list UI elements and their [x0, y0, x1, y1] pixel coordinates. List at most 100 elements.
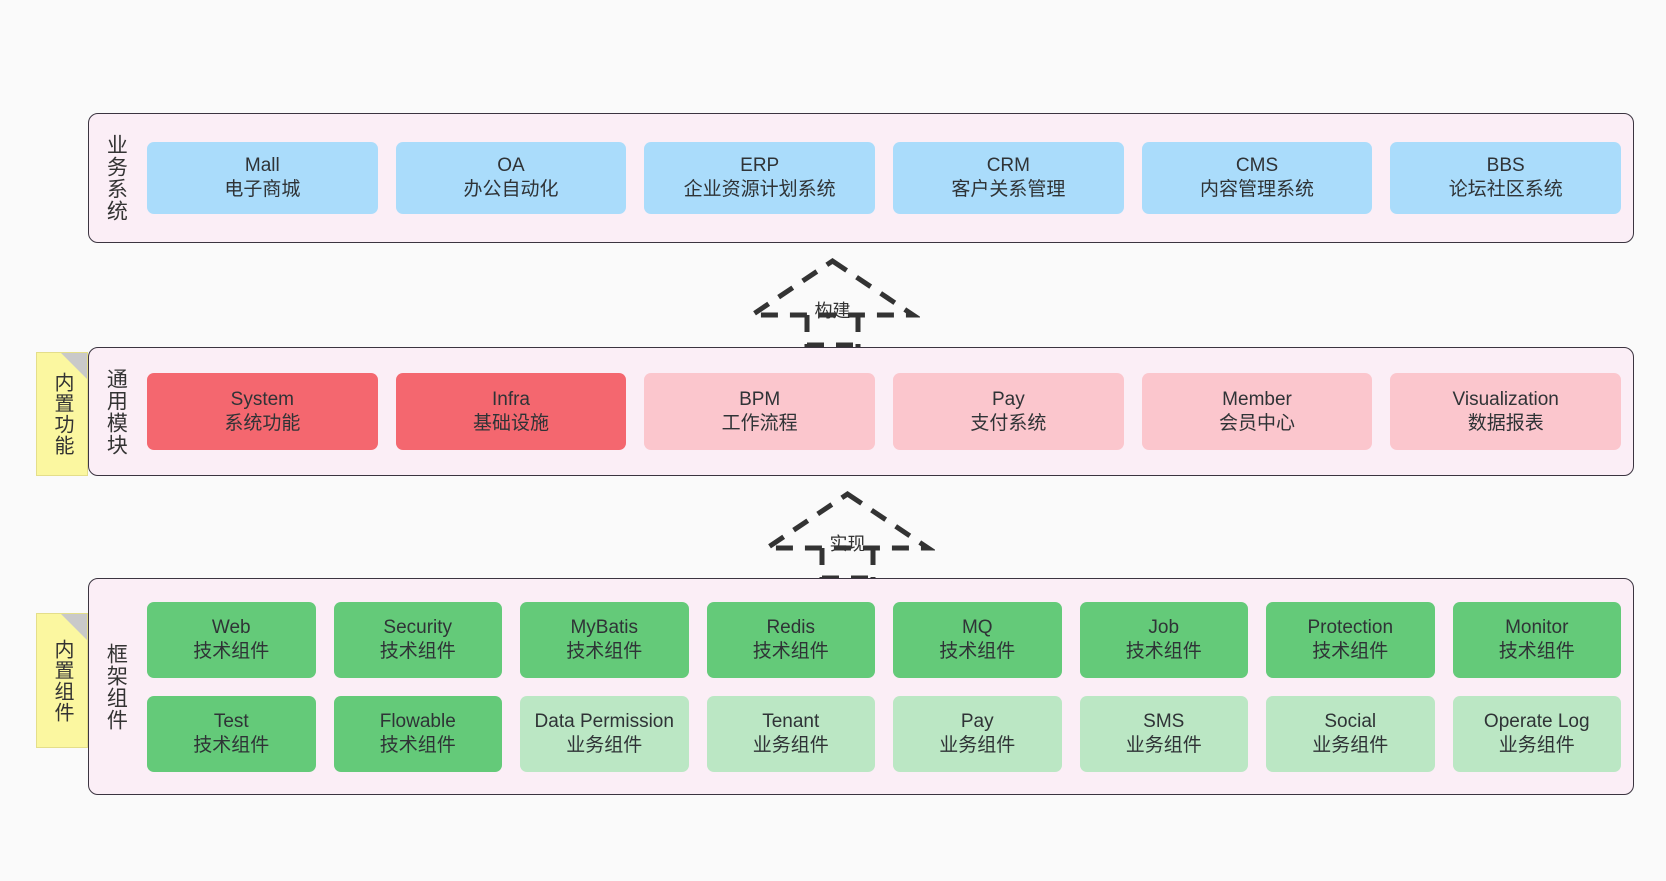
framework-card-security[interactable]: Security 技术组件 — [333, 601, 502, 678]
card-title: Protection — [1307, 616, 1394, 638]
card-subtitle: 技术组件 — [752, 640, 829, 662]
framework-row-business: Test 技术组件 Flowable 技术组件 Data Permission … — [147, 695, 1621, 772]
card-subtitle: 业务组件 — [1498, 734, 1575, 756]
business-card-mall[interactable]: Mall 电子商城 — [147, 142, 378, 214]
connector-build: 构建 — [743, 255, 922, 348]
card-subtitle: 技术组件 — [1125, 640, 1202, 662]
card-subtitle: 办公自动化 — [463, 179, 559, 200]
layer-business-label: 业务系统 — [104, 134, 128, 222]
card-title: Mall — [244, 155, 280, 177]
business-card-oa[interactable]: OA 办公自动化 — [395, 142, 627, 214]
card-subtitle: 技术组件 — [1312, 640, 1389, 662]
sticky-label: 内置功能 — [51, 372, 73, 456]
common-row: System 系统功能 Infra 基础设施 BPM 工作流程 Pay 支付系统… — [147, 373, 1622, 450]
card-title: MyBatis — [570, 616, 639, 638]
business-card-bbs[interactable]: BBS 论坛社区系统 — [1390, 142, 1622, 214]
card-subtitle: 技术组件 — [379, 640, 456, 662]
layer-business-systems: 业务系统 Mall 电子商城 OA 办公自动化 ERP 企业资源计划系统 CRM… — [88, 113, 1634, 243]
framework-card-pay[interactable]: Pay 业务组件 — [893, 695, 1062, 772]
card-subtitle: 系统功能 — [224, 412, 301, 434]
layer-business-body: Mall 电子商城 OA 办公自动化 ERP 企业资源计划系统 CRM 客户关系… — [141, 114, 1633, 242]
card-title: System — [230, 388, 295, 410]
card-subtitle: 技术组件 — [379, 734, 456, 756]
framework-card-operate-log[interactable]: Operate Log 业务组件 — [1452, 695, 1621, 772]
card-title: ERP — [740, 155, 780, 177]
common-card-member[interactable]: Member 会员中心 — [1141, 373, 1373, 450]
framework-card-mybatis[interactable]: MyBatis 技术组件 — [520, 601, 689, 678]
common-card-infra[interactable]: Infra 基础设施 — [395, 373, 627, 450]
card-title: Flowable — [379, 710, 456, 732]
card-subtitle: 技术组件 — [193, 640, 270, 662]
card-title: OA — [497, 155, 525, 177]
card-title: Test — [213, 710, 249, 732]
card-subtitle: 技术组件 — [939, 640, 1016, 662]
card-title: CRM — [986, 155, 1030, 177]
card-title: BBS — [1486, 155, 1525, 177]
card-title: Job — [1148, 616, 1180, 638]
card-subtitle: 技术组件 — [1498, 640, 1575, 662]
card-subtitle: 业务组件 — [752, 734, 829, 756]
card-title: Data Permission — [534, 710, 674, 732]
card-title: Web — [211, 616, 251, 638]
card-title: Social — [1324, 710, 1377, 732]
common-card-pay[interactable]: Pay 支付系统 — [893, 373, 1124, 450]
card-title: Pay — [960, 710, 994, 732]
framework-card-job[interactable]: Job 技术组件 — [1079, 601, 1248, 678]
framework-card-flowable[interactable]: Flowable 技术组件 — [333, 695, 502, 772]
layer-framework-body: Web 技术组件 Security 技术组件 MyBatis 技术组件 Redi… — [141, 579, 1633, 794]
framework-card-data-permission[interactable]: Data Permission 业务组件 — [520, 695, 689, 772]
layer-common-modules: 通用模块 System 系统功能 Infra 基础设施 BPM 工作流程 Pay… — [88, 347, 1634, 476]
card-subtitle: 基础设施 — [473, 412, 550, 434]
framework-card-mq[interactable]: MQ 技术组件 — [893, 601, 1062, 678]
card-subtitle: 客户关系管理 — [951, 179, 1066, 200]
card-title: Member — [1222, 388, 1292, 410]
card-subtitle: 支付系统 — [970, 412, 1047, 434]
card-subtitle: 业务组件 — [939, 734, 1016, 756]
card-subtitle: 内容管理系统 — [1200, 179, 1315, 200]
card-subtitle: 技术组件 — [193, 734, 270, 756]
card-title: Security — [383, 616, 453, 638]
business-row: Mall 电子商城 OA 办公自动化 ERP 企业资源计划系统 CRM 客户关系… — [147, 142, 1622, 214]
card-subtitle: 数据报表 — [1467, 412, 1544, 434]
framework-card-monitor[interactable]: Monitor 技术组件 — [1452, 601, 1621, 678]
card-title: SMS — [1143, 710, 1185, 732]
card-subtitle: 电子商城 — [224, 179, 301, 200]
framework-card-test[interactable]: Test 技术组件 — [147, 695, 316, 772]
card-subtitle: 业务组件 — [566, 734, 643, 756]
card-subtitle: 业务组件 — [1125, 734, 1202, 756]
card-subtitle: 技术组件 — [566, 640, 643, 662]
card-title: Visualization — [1452, 388, 1559, 410]
layer-framework-components: 框架组件 Web 技术组件 Security 技术组件 MyBatis 技术组件… — [88, 578, 1634, 795]
framework-card-tenant[interactable]: Tenant 业务组件 — [706, 695, 875, 772]
framework-card-sms[interactable]: SMS 业务组件 — [1079, 695, 1248, 772]
card-subtitle: 企业资源计划系统 — [683, 179, 836, 200]
business-card-cms[interactable]: CMS 内容管理系统 — [1141, 142, 1373, 214]
card-title: Redis — [766, 616, 816, 638]
connector-build-label: 构建 — [814, 301, 851, 321]
card-subtitle: 会员中心 — [1219, 412, 1296, 434]
card-title: MQ — [961, 616, 993, 638]
business-card-crm[interactable]: CRM 客户关系管理 — [893, 142, 1124, 214]
framework-card-social[interactable]: Social 业务组件 — [1266, 695, 1435, 772]
framework-card-web[interactable]: Web 技术组件 — [147, 601, 316, 678]
business-card-erp[interactable]: ERP 企业资源计划系统 — [644, 142, 876, 214]
common-card-visualization[interactable]: Visualization 数据报表 — [1390, 373, 1622, 450]
card-title: BPM — [739, 388, 781, 410]
sticky-note-builtin-features: 内置功能 — [36, 352, 88, 476]
generalization-arrow-icon — [743, 257, 922, 348]
framework-card-protection[interactable]: Protection 技术组件 — [1266, 601, 1435, 678]
framework-card-redis[interactable]: Redis 技术组件 — [706, 601, 875, 678]
layer-common-label: 通用模块 — [104, 367, 128, 456]
card-title: Tenant — [762, 710, 820, 732]
card-title: Operate Log — [1483, 710, 1590, 732]
connector-implement: 实现 — [758, 488, 937, 581]
common-card-bpm[interactable]: BPM 工作流程 — [644, 373, 876, 450]
framework-row-technical: Web 技术组件 Security 技术组件 MyBatis 技术组件 Redi… — [147, 601, 1621, 678]
generalization-arrow-icon — [758, 490, 937, 581]
card-title: Monitor — [1505, 616, 1569, 638]
card-title: Infra — [491, 388, 531, 410]
card-title: Pay — [991, 388, 1025, 410]
connector-implement-label: 实现 — [829, 534, 866, 554]
common-card-system[interactable]: System 系统功能 — [147, 373, 378, 450]
